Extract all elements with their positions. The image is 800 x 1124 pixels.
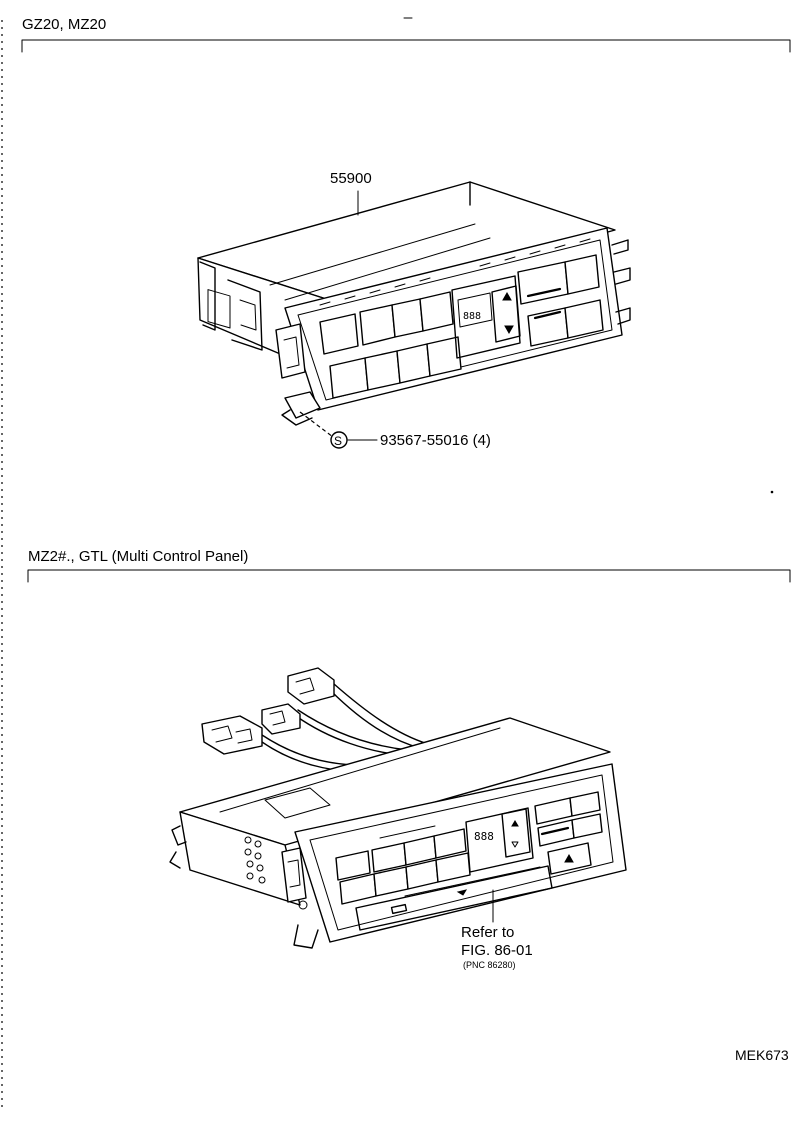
part-number-label: 55900 [330, 170, 372, 187]
button-group-upper-left [319, 291, 454, 355]
up-triangle-icon [502, 291, 512, 301]
circled-s-icon [330, 431, 348, 449]
section-title-gz20: GZ20, MZ20 [22, 16, 107, 33]
button-row-upper [335, 825, 467, 881]
control-unit-55900: 888 [197, 181, 631, 426]
refer-to-label: Refer to [461, 924, 515, 941]
up-triangle-icon-lower [511, 820, 519, 827]
connector-middle [261, 703, 301, 735]
section-title-mz2: MZ2#., GTL (Multi Control Panel) [28, 548, 249, 565]
multi-control-panel: 888 [169, 667, 627, 949]
section-bracket-2 [27, 569, 791, 583]
button-group-right [517, 254, 604, 347]
hazard-triangle-icon [564, 853, 574, 863]
section-bracket-1 [21, 39, 791, 53]
down-triangle-icon [504, 325, 514, 335]
display-readout-upper: 888 [463, 311, 481, 322]
connector-bottom [201, 715, 263, 755]
button-group-lower-left [329, 336, 462, 399]
diagram-code-label: MEK673 [735, 1047, 789, 1063]
button-group-right-lower [534, 791, 603, 875]
side-holes [244, 836, 266, 884]
refer-pnc-label: (PNC 86280) [463, 960, 516, 970]
button-row-lower [339, 852, 471, 905]
svg-text:S: S [334, 434, 342, 448]
display-readout-lower: 888 [474, 830, 494, 843]
connector-top [287, 667, 335, 705]
screw-callout: S [299, 411, 378, 449]
screw-callout-label: 93567-55016 (4) [380, 432, 491, 449]
refer-figure-label: FIG. 86-01 [461, 942, 533, 959]
